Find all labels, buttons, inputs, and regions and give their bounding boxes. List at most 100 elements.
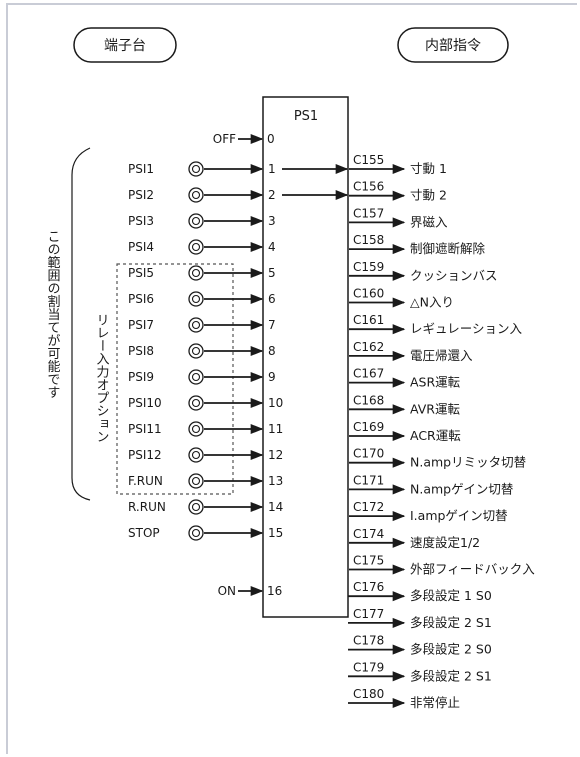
ps1-block-title: PS1 — [294, 109, 318, 124]
command-code: C171 — [353, 473, 384, 487]
terminal-screw-inner — [191, 294, 201, 304]
terminal-screw-inner — [191, 268, 201, 278]
terminal-screw-inner — [191, 450, 201, 460]
terminal-label: PSI8 — [128, 344, 154, 358]
assignable-range-bracket — [71, 147, 91, 501]
terminal-label: PSI11 — [128, 422, 162, 436]
terminal-number: 15 — [268, 526, 283, 540]
command-code: C156 — [353, 180, 384, 194]
command-label: I.ampゲイン切替 — [410, 508, 508, 523]
terminal-screw-icon — [188, 369, 204, 385]
command-output: C160△N入り — [349, 287, 454, 310]
terminal-label: R.RUN — [128, 500, 166, 514]
command-label: 多段設定 1 S0 — [410, 588, 492, 603]
terminal-screw-inner — [191, 528, 201, 538]
terminal-label: PSI10 — [128, 396, 162, 410]
terminal-screw-icon — [188, 395, 204, 411]
terminal-screw-icon — [188, 187, 204, 203]
terminal-label: PSI6 — [128, 292, 154, 306]
terminal-screw-inner — [191, 320, 201, 330]
terminal-label: PSI3 — [128, 214, 154, 228]
command-code: C170 — [353, 447, 384, 461]
terminal-label: STOP — [128, 526, 160, 540]
terminal-block-header: 端子台 — [104, 38, 146, 54]
terminal-screw-inner — [191, 424, 201, 434]
terminal-screw-icon — [188, 161, 204, 177]
terminal-label: PSI7 — [128, 318, 154, 332]
relay-option-label: リレー入力オプション — [94, 313, 110, 443]
terminal-screw-icon — [188, 239, 204, 255]
command-code: C169 — [353, 420, 384, 434]
command-code: C179 — [353, 660, 384, 674]
terminal-row: PSI10 10 — [128, 395, 283, 411]
terminal-screw-icon — [188, 317, 204, 333]
terminal-number: 8 — [268, 344, 276, 358]
command-label: △N入り — [410, 295, 454, 310]
command-label: クッションバス — [410, 268, 498, 283]
terminal-number: 5 — [268, 266, 276, 280]
terminal-row: PSI6 6 — [128, 291, 276, 307]
terminal-row: PSI1 1 — [128, 161, 276, 177]
command-label: 界磁入 — [410, 214, 448, 229]
command-code: C177 — [353, 607, 384, 621]
terminal-screw-icon — [188, 213, 204, 229]
terminal-screw-inner — [191, 242, 201, 252]
command-code: C172 — [353, 500, 384, 514]
terminal-number: 10 — [268, 396, 283, 410]
terminal-number: 1 — [268, 162, 276, 176]
command-label: 寸動 1 — [410, 161, 447, 176]
terminal-label: PSI2 — [128, 188, 154, 202]
terminal-number: 6 — [268, 292, 276, 306]
terminal-number: 12 — [268, 448, 283, 462]
command-output: C159 クッションバス — [349, 260, 498, 283]
terminal-row: PSI5 5 — [128, 265, 276, 281]
command-code: C174 — [353, 527, 384, 541]
command-code: C168 — [353, 393, 384, 407]
off-input-label: OFF — [213, 132, 236, 146]
terminal-screw-icon — [188, 525, 204, 541]
terminal-screw-icon — [188, 421, 204, 437]
terminal-label: PSI5 — [128, 266, 154, 280]
internal-command-header: 内部指令 — [425, 38, 481, 54]
command-code: C176 — [353, 580, 384, 594]
command-label: 制御遮断解除 — [410, 241, 486, 256]
command-label: 多段設定 2 S1 — [410, 668, 492, 683]
terminal-label: PSI4 — [128, 240, 154, 254]
command-output: C156 寸動 2 — [349, 180, 447, 203]
terminal-label: PSI1 — [128, 162, 154, 176]
terminal-number: 4 — [268, 240, 276, 254]
terminal-screw-icon — [188, 447, 204, 463]
terminal-number: 3 — [268, 214, 276, 228]
command-label: N.ampゲイン切替 — [410, 481, 514, 496]
terminal-screw-icon — [188, 343, 204, 359]
command-code: C178 — [353, 634, 384, 648]
command-code: C167 — [353, 367, 384, 381]
command-code: C159 — [353, 260, 384, 274]
command-label: N.ampリミッタ切替 — [410, 455, 527, 470]
command-label: 寸動 2 — [410, 188, 447, 203]
command-output: C176 多段設定 1 S0 — [348, 580, 492, 603]
terminal-screw-icon — [188, 473, 204, 489]
command-code: C162 — [353, 340, 384, 354]
terminal-row: STOP 15 — [128, 525, 283, 541]
